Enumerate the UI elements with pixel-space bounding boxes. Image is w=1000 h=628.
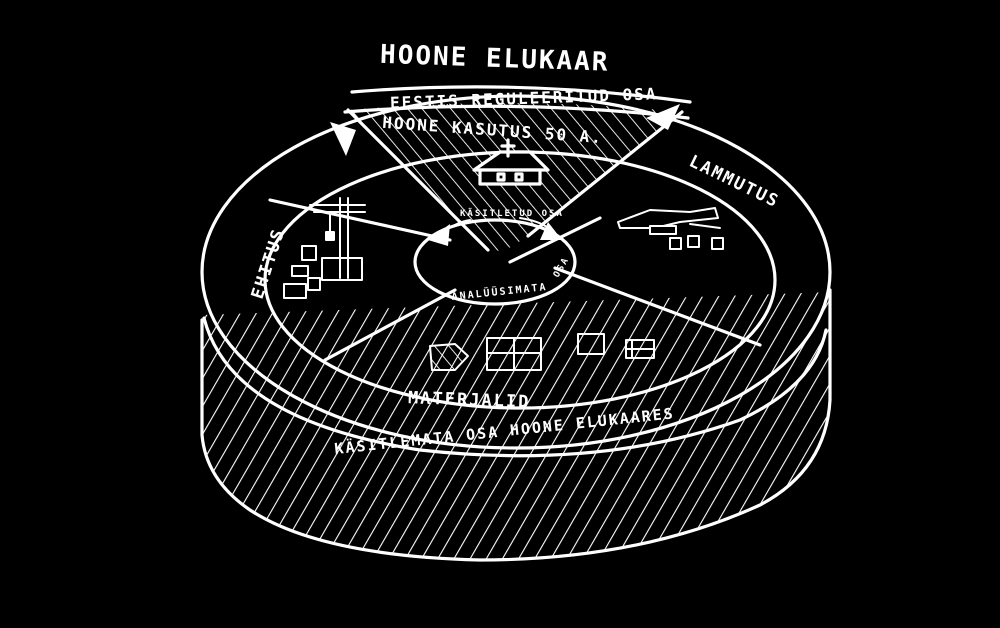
demolition-icon bbox=[617, 207, 724, 250]
crane-icon bbox=[283, 197, 366, 299]
band-arrow-left bbox=[330, 122, 356, 156]
rim-curve bbox=[202, 316, 828, 458]
outer-ring-ellipse bbox=[200, 94, 832, 450]
divider-sw bbox=[323, 288, 457, 362]
materials-label: MATERJALID bbox=[408, 388, 531, 412]
stage-demolition-label: LAMMUTUS bbox=[686, 152, 783, 213]
materials-icons bbox=[429, 333, 655, 371]
core-top-label: KÄSITLETUD OSA bbox=[460, 208, 564, 219]
divider-nw bbox=[268, 198, 452, 242]
house-icon bbox=[472, 138, 550, 186]
band-arrow-right bbox=[646, 104, 680, 130]
title-text: HOONE ELUKAAR bbox=[380, 40, 610, 78]
divider-ne bbox=[553, 266, 762, 347]
regulated-band bbox=[330, 85, 692, 156]
